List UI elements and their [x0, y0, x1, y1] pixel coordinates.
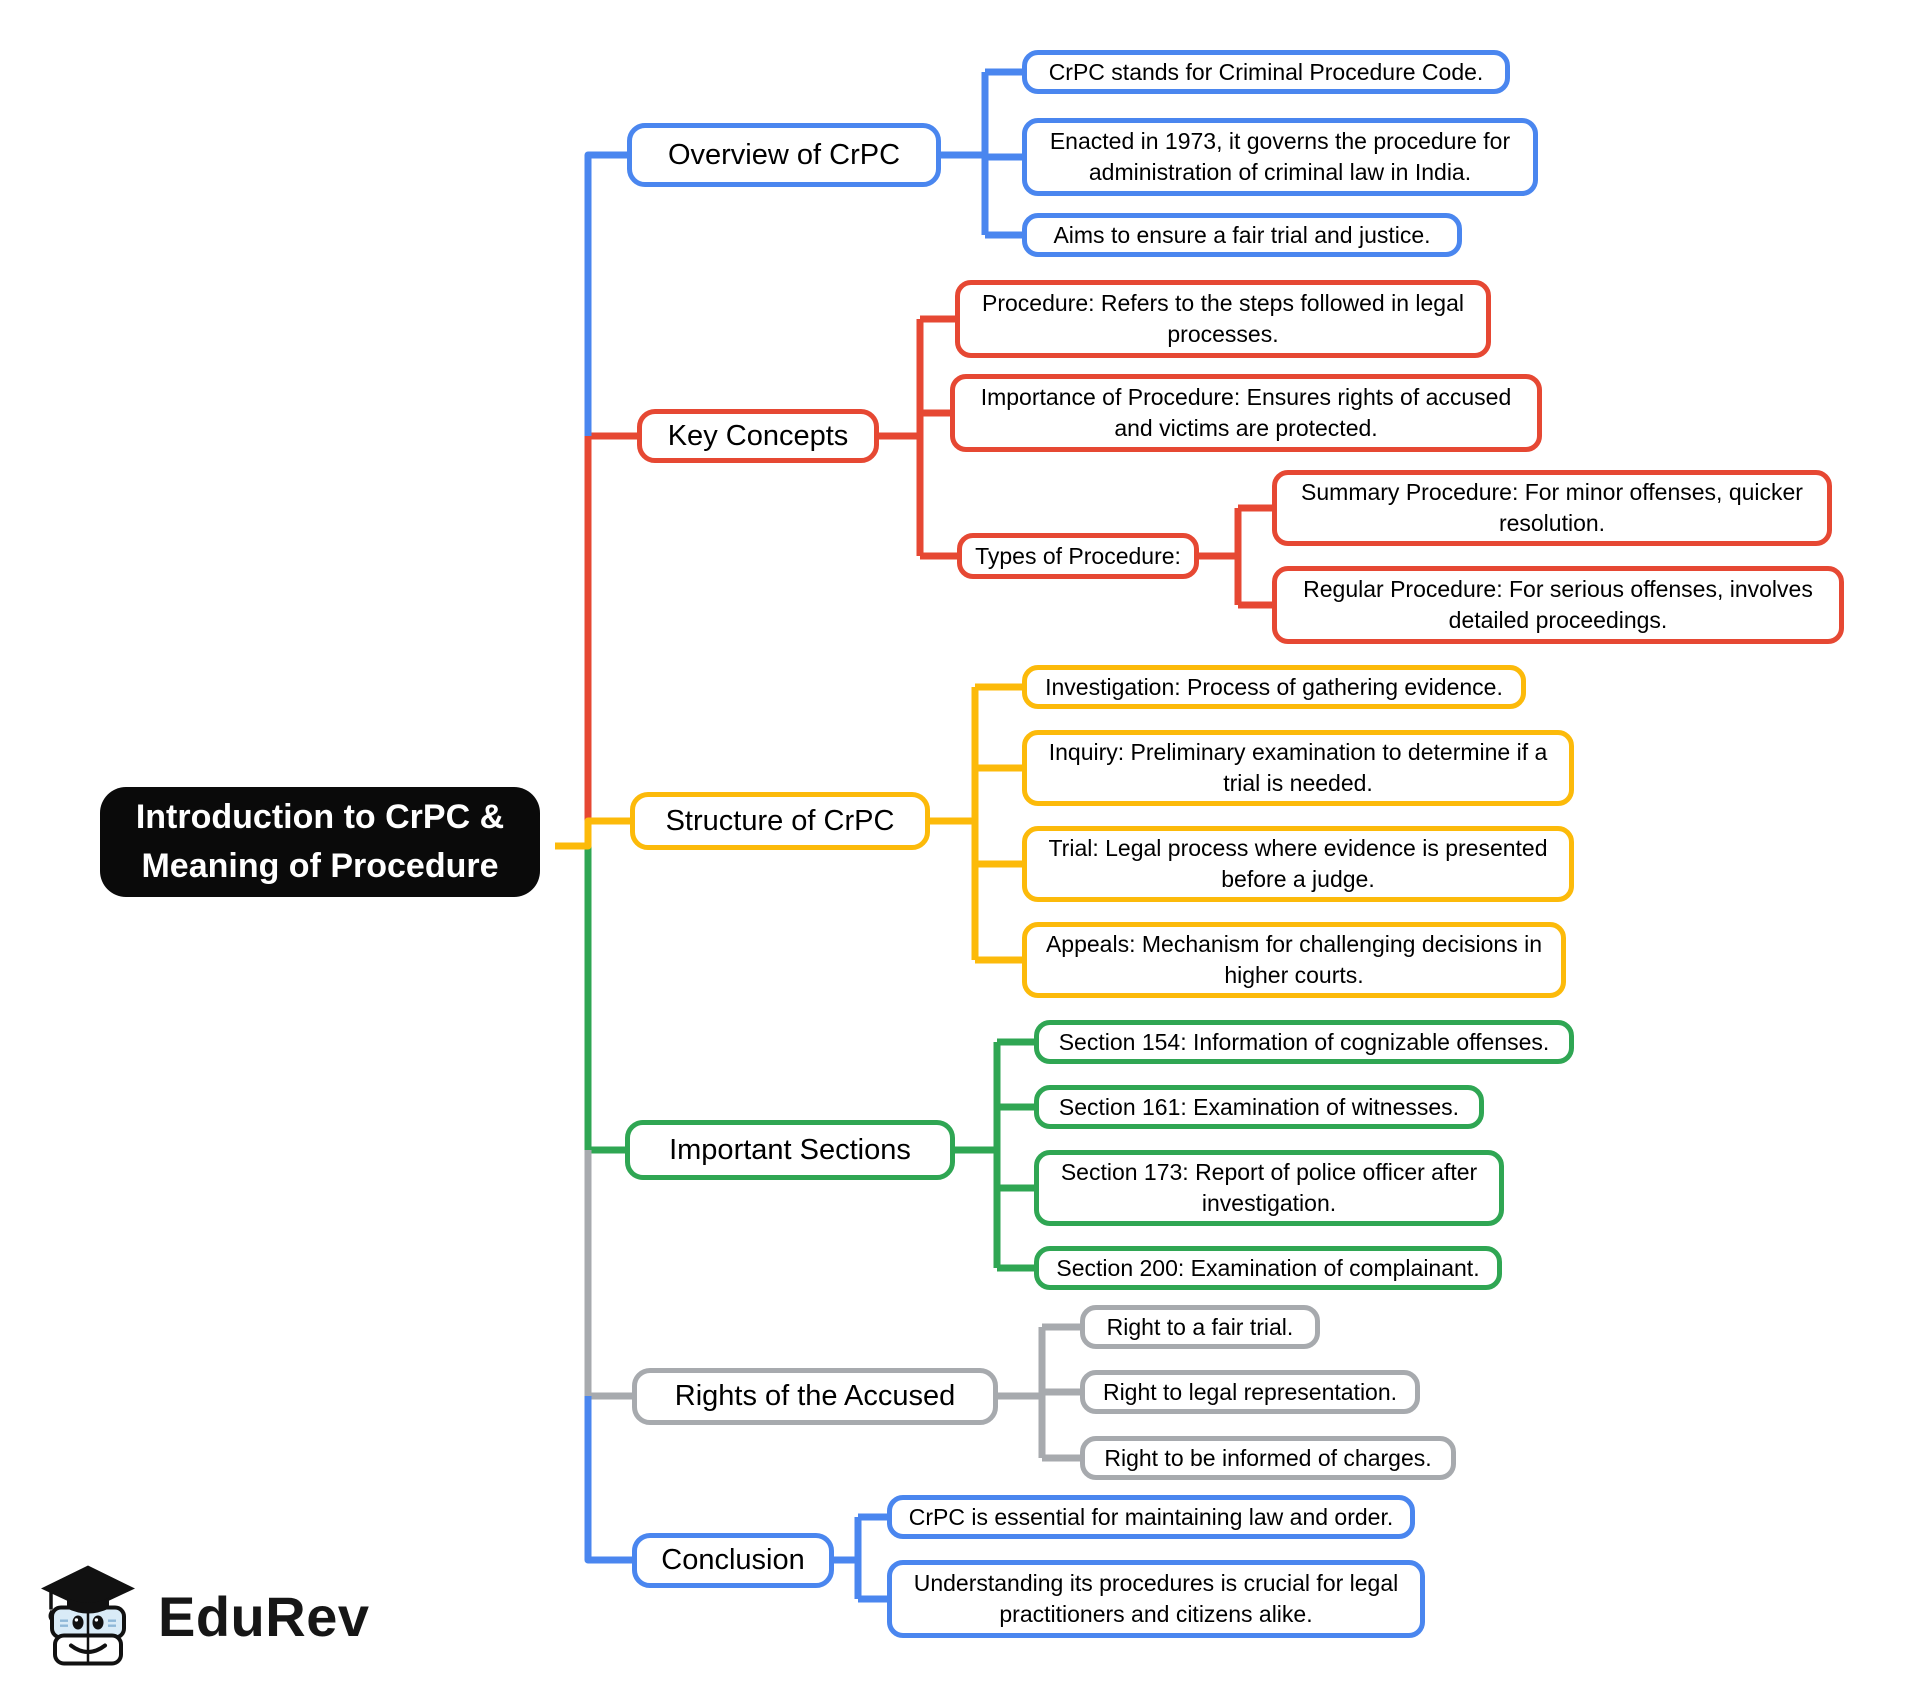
- connector-types-children: [1197, 504, 1274, 609]
- connector-conclusion: [584, 1396, 636, 1564]
- leaf-overview-1: CrPC stands for Criminal Procedure Code.: [1022, 50, 1510, 94]
- branch-node-types-of-procedure: Types of Procedure:: [957, 533, 1199, 579]
- edurev-brand-text: EduRev: [158, 1584, 370, 1648]
- leaf-structure-4: Appeals: Mechanism for challenging decis…: [1022, 922, 1566, 998]
- connector-overview: [584, 151, 631, 436]
- connector-important-sections: [584, 846, 629, 1154]
- branch-node-conclusion: Conclusion: [632, 1533, 834, 1588]
- connector-overview-children: [939, 68, 1024, 239]
- connector-conclusion-children: [834, 1513, 887, 1603]
- leaf-rights-2: Right to legal representation.: [1080, 1370, 1420, 1414]
- leaf-sections-4: Section 200: Examination of complainant.: [1034, 1246, 1502, 1290]
- connector-rights-children: [998, 1323, 1080, 1462]
- leaf-overview-2: Enacted in 1973, it governs the procedur…: [1022, 118, 1538, 196]
- leaf-structure-1: Investigation: Process of gathering evid…: [1022, 665, 1526, 709]
- connector-key-concepts: [584, 432, 641, 821]
- leaf-key-concepts-2: Importance of Procedure: Ensures rights …: [950, 374, 1542, 452]
- connector-key-concepts-children: [877, 315, 959, 560]
- leaf-key-concepts-1: Procedure: Refers to the steps followed …: [955, 280, 1491, 358]
- connector-structure: [555, 817, 634, 850]
- branch-node-overview: Overview of CrPC: [627, 123, 941, 187]
- edurev-mascot-icon: [41, 1565, 135, 1666]
- leaf-sections-3: Section 173: Report of police officer af…: [1034, 1150, 1504, 1226]
- connector-structure-children: [928, 683, 1022, 964]
- branch-node-rights: Rights of the Accused: [632, 1368, 998, 1425]
- leaf-types-1: Summary Procedure: For minor offenses, q…: [1272, 470, 1832, 546]
- branch-node-key-concepts: Key Concepts: [637, 409, 879, 463]
- edurev-logo: EduRev: [38, 1562, 370, 1670]
- root-node: Introduction to CrPC & Meaning of Proced…: [100, 787, 540, 897]
- connector-sections-children: [953, 1038, 1034, 1272]
- leaf-overview-3: Aims to ensure a fair trial and justice.: [1022, 213, 1462, 257]
- leaf-conclusion-1: CrPC is essential for maintaining law an…: [887, 1495, 1415, 1539]
- leaf-structure-2: Inquiry: Preliminary examination to dete…: [1022, 730, 1574, 806]
- branch-node-important-sections: Important Sections: [625, 1120, 955, 1180]
- leaf-sections-2: Section 161: Examination of witnesses.: [1034, 1085, 1484, 1129]
- leaf-conclusion-2: Understanding its procedures is crucial …: [887, 1560, 1425, 1638]
- leaf-sections-1: Section 154: Information of cognizable o…: [1034, 1020, 1574, 1064]
- leaf-rights-3: Right to be informed of charges.: [1080, 1436, 1456, 1480]
- leaf-types-2: Regular Procedure: For serious offenses,…: [1272, 566, 1844, 644]
- leaf-rights-1: Right to a fair trial.: [1080, 1305, 1320, 1349]
- branch-node-structure: Structure of CrPC: [630, 792, 930, 850]
- leaf-structure-3: Trial: Legal process where evidence is p…: [1022, 826, 1574, 902]
- connector-rights: [584, 1150, 636, 1400]
